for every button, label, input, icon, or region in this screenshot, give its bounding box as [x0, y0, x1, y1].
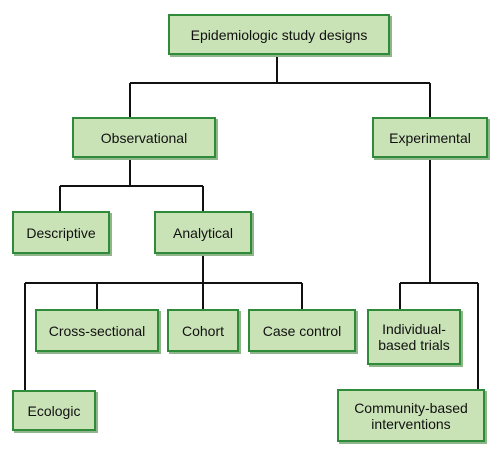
node-analytical: Analytical — [154, 211, 252, 254]
node-label: Cross-sectional — [48, 322, 146, 339]
node-epidemiologic-study-designs: Epidemiologic study designs — [168, 14, 390, 55]
node-label: Cohort — [181, 322, 225, 339]
node-label: Community-based interventions — [354, 399, 468, 432]
node-descriptive: Descriptive — [12, 211, 110, 254]
connector-observational — [59, 158, 204, 211]
node-case-control: Case control — [248, 309, 356, 352]
node-label: Epidemiologic study designs — [190, 26, 368, 43]
node-individual-based-trials: Individual- based trials — [367, 309, 461, 365]
node-observational: Observational — [72, 117, 216, 158]
node-label: Experimental — [389, 129, 471, 146]
connector-experimental — [399, 158, 479, 389]
node-label: Case control — [262, 322, 342, 339]
node-label: Observational — [100, 129, 188, 146]
node-ecologic: Ecologic — [12, 390, 96, 431]
node-label: Ecologic — [27, 402, 81, 419]
node-experimental: Experimental — [372, 117, 488, 158]
node-label: Individual- based trials — [378, 321, 450, 353]
node-cross-sectional: Cross-sectional — [35, 309, 159, 352]
connector-analytical — [24, 254, 303, 390]
node-label: Descriptive — [26, 224, 96, 241]
node-community-based-interventions: Community-based interventions — [337, 389, 485, 442]
node-label: Analytical — [173, 224, 233, 241]
connector-root — [129, 55, 431, 117]
node-cohort: Cohort — [167, 309, 239, 352]
